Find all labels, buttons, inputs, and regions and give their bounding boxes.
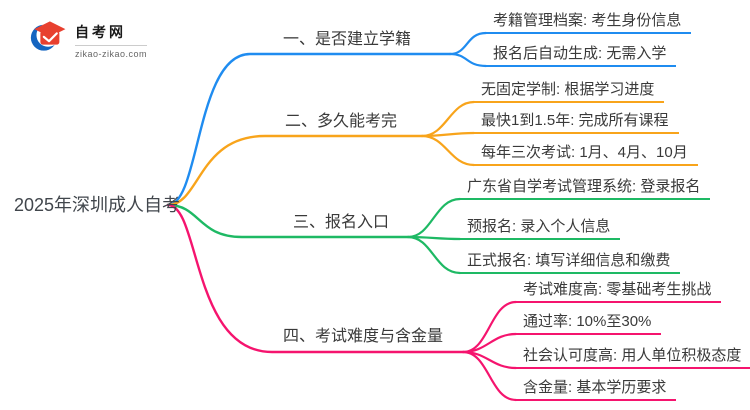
leaf-node: 通过率: 10%至30% — [516, 311, 662, 335]
branch-3-leaf-3-connector — [406, 235, 462, 275]
branch-node-4: 四、考试难度与含金量 — [283, 328, 444, 345]
leaf-node: 广东省自学考试管理系统: 登录报名 — [460, 176, 711, 200]
branch-2-leaf-3-connector — [420, 134, 476, 167]
leaf-node: 考试难度高: 零基础考生挑战 — [516, 279, 722, 303]
site-name: 自考网 — [75, 24, 126, 40]
graduation-cap-logo-icon — [30, 21, 66, 51]
leaf-node: 每年三次考试: 1月、4月、10月 — [474, 142, 698, 166]
root-node: 2025年深圳成人自考 — [14, 195, 181, 215]
site-logo: 自考网 zikao-zikao.com — [30, 18, 148, 59]
leaf-node: 预报名: 录入个人信息 — [460, 216, 621, 240]
site-logo-text: 自考网 zikao-zikao.com — [75, 18, 148, 59]
leaf-node: 最快1到1.5年: 完成所有课程 — [474, 110, 679, 134]
leaf-node: 报名后自动生成: 无需入学 — [486, 43, 677, 67]
branch-1-leaf-2-connector — [448, 52, 488, 68]
branch-4-leaf-1-connector — [461, 300, 518, 354]
branch-1-leaf-1-connector — [448, 31, 488, 56]
leaf-node: 社会认可度高: 用人单位积极态度 — [516, 345, 750, 369]
branch-4-leaf-4-connector — [461, 350, 518, 402]
branch-node-1: 一、是否建立学籍 — [283, 31, 412, 48]
branch-1-trunk-line — [166, 52, 452, 207]
branch-node-3: 三、报名入口 — [293, 214, 390, 231]
site-url: zikao-zikao.com — [75, 45, 148, 59]
branch-4-trunk-line — [166, 203, 465, 354]
branch-2-trunk-line — [166, 134, 424, 207]
branch-3-trunk-line — [166, 203, 410, 239]
leaf-node: 考籍管理档案: 考生身份信息 — [486, 10, 692, 34]
branch-node-2: 二、多久能考完 — [285, 113, 398, 130]
branch-3-leaf-1-connector — [406, 197, 462, 239]
leaf-node: 含金量: 基本学历要求 — [516, 377, 677, 401]
branch-2-leaf-1-connector — [420, 100, 476, 138]
leaf-node: 无固定学制: 根据学习进度 — [474, 79, 665, 103]
leaf-node: 正式报名: 填写详细信息和缴费 — [460, 250, 681, 274]
